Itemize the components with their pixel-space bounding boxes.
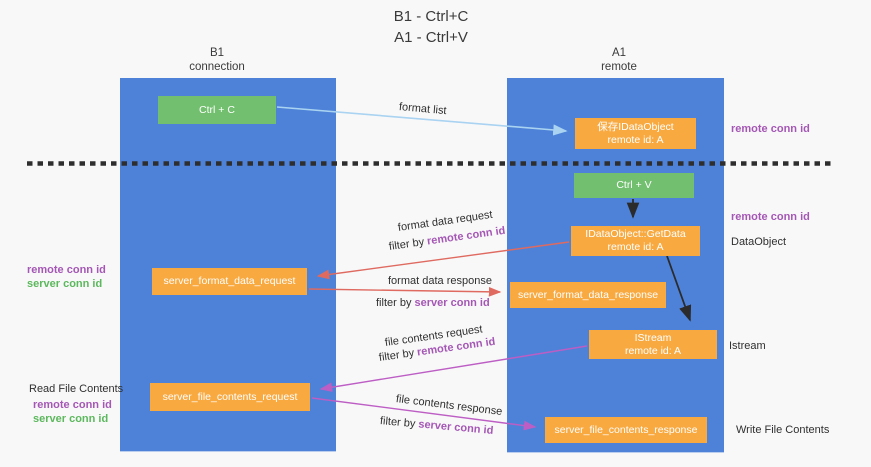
label-filter-server-2: filter by server conn id xyxy=(379,415,493,437)
node-file-response-label: server_file_contents_response xyxy=(554,423,698,436)
filter-by-text: filter by xyxy=(376,297,415,309)
label-remote-conn-id-mid-right: remote conn id xyxy=(731,211,810,223)
label-dataobject: DataObject xyxy=(731,236,787,248)
diagram-title: B1 - Ctrl+C A1 - Ctrl+V xyxy=(394,6,469,48)
node-server-file-contents-response: server_file_contents_response xyxy=(545,417,707,443)
lane-b1-name: B1 xyxy=(209,47,225,59)
label-read-file-contents: Read File Contents xyxy=(29,383,124,395)
node-idataobject-getdata: IDataObject::GetData remote id: A xyxy=(571,226,700,256)
lane-b1-role: connection xyxy=(189,61,245,73)
label-format-data-response: format data response xyxy=(388,275,492,287)
label-server-conn-id-left: server conn id xyxy=(27,278,103,290)
node-format-response-label: server_format_data_response xyxy=(517,288,659,301)
node-ctrl-v: Ctrl + V xyxy=(574,173,694,198)
node-save-idataobject-line2: remote id: A xyxy=(607,133,664,146)
label-server-conn-id-read: server conn id xyxy=(33,413,109,425)
label-istream: Istream xyxy=(729,340,766,352)
lane-a1-name: A1 xyxy=(611,47,627,59)
node-ctrl-c-label: Ctrl + C xyxy=(199,103,235,116)
label-format-list: format list xyxy=(398,101,448,118)
lane-header-a1: A1 remote xyxy=(601,46,637,74)
filter-by-text: filter by xyxy=(378,346,418,364)
arrow-format-data-response xyxy=(308,286,502,297)
label-remote-conn-id-top-right: remote conn id xyxy=(731,123,810,135)
filter-by-text: filter by xyxy=(379,415,419,431)
node-istream-line1: IStream xyxy=(634,331,672,344)
node-server-format-data-request: server_format_data_request xyxy=(152,268,307,295)
server-conn-id-text: server conn id xyxy=(414,297,490,309)
title-line-2: A1 - Ctrl+V xyxy=(394,29,468,46)
label-file-contents-response: file contents response xyxy=(395,393,503,418)
node-server-file-contents-request: server_file_contents_request xyxy=(150,383,310,411)
server-conn-id-text: server conn id xyxy=(417,418,494,437)
lane-header-b1: B1 connection xyxy=(189,46,245,74)
filter-by-text: filter by xyxy=(388,235,428,253)
node-getdata-line1: IDataObject::GetData xyxy=(585,228,686,240)
node-ctrl-v-label: Ctrl + V xyxy=(616,179,652,191)
node-save-idataobject-line1: 保存IDataObject xyxy=(597,120,674,133)
label-remote-conn-id-left: remote conn id xyxy=(27,264,106,276)
node-getdata-line2: remote id: A xyxy=(607,241,664,253)
node-server-format-data-response: server_format_data_response xyxy=(510,282,666,308)
node-save-idataobject: 保存IDataObject remote id: A xyxy=(575,118,696,149)
node-istream-line2: remote id: A xyxy=(624,344,682,357)
title-line-1: B1 - Ctrl+C xyxy=(393,8,469,25)
node-ctrl-c: Ctrl + C xyxy=(158,96,276,124)
node-format-request-label: server_format_data_request xyxy=(163,275,296,287)
label-remote-conn-id-read: remote conn id xyxy=(33,399,112,411)
node-istream: IStream remote id: A xyxy=(589,330,717,359)
label-write-file-contents: Write File Contents xyxy=(736,424,830,436)
lane-a1-role: remote xyxy=(601,61,637,73)
label-filter-server-1: filter by server conn id xyxy=(376,297,490,309)
node-file-request-label: server_file_contents_request xyxy=(162,390,298,403)
